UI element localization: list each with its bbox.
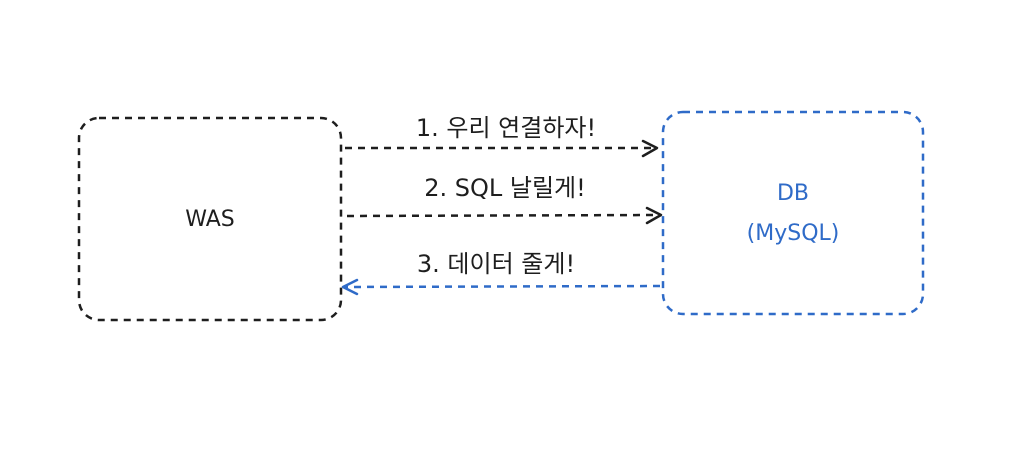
edge-3-label: 3. 데이터 줄게! xyxy=(417,250,575,278)
edge-2-line[interactable] xyxy=(346,213,660,218)
edge-1-label: 1. 우리 연결하자! xyxy=(416,114,596,142)
edge-3-arrowhead xyxy=(341,278,359,296)
was-node[interactable] xyxy=(77,116,343,322)
was-node-label: WAS xyxy=(185,207,235,232)
db-node-label-line1: DB xyxy=(777,181,809,206)
edge-3-line[interactable] xyxy=(344,284,661,289)
db-node-label-line2: (MySQL) xyxy=(747,221,840,246)
edge-2-label: 2. SQL 날릴게! xyxy=(424,174,586,202)
edge-2-arrowhead xyxy=(645,206,663,225)
edge-1-arrowhead xyxy=(641,139,659,158)
db-node[interactable] xyxy=(661,110,925,316)
